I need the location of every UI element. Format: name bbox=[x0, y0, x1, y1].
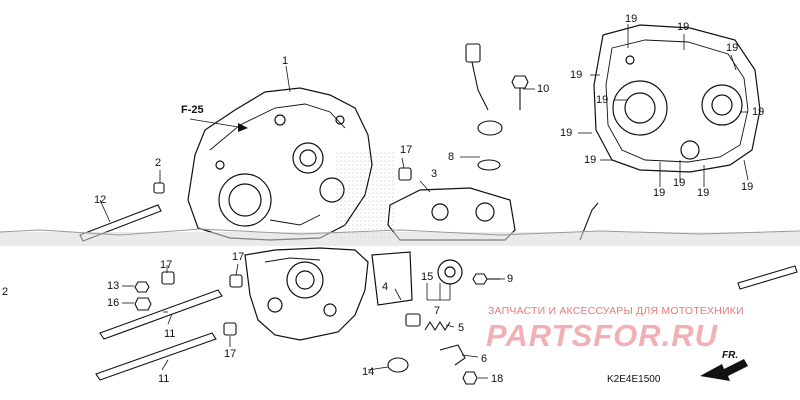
callout-16: 16 bbox=[107, 297, 120, 309]
scan-tear-band bbox=[0, 232, 800, 246]
front-direction-arrow bbox=[700, 359, 748, 381]
callout-19: 19 bbox=[673, 177, 686, 189]
callout-3: 3 bbox=[431, 168, 438, 180]
callout-19: 19 bbox=[653, 187, 666, 199]
callout-17: 17 bbox=[160, 259, 173, 271]
callout-18: 18 bbox=[491, 373, 504, 385]
direction-label: FR. bbox=[722, 350, 739, 361]
callout-12: 12 bbox=[94, 194, 107, 206]
callout-4: 4 bbox=[382, 281, 389, 293]
stud-bolt-2 bbox=[737, 265, 798, 290]
callout-1: 1 bbox=[282, 55, 289, 67]
shading-pattern bbox=[335, 150, 395, 240]
callout-15: 15 bbox=[421, 271, 434, 283]
callout-13: 13 bbox=[107, 280, 120, 292]
dowel-pins bbox=[153, 167, 412, 336]
callout-5: 5 bbox=[458, 322, 465, 334]
callout-17: 17 bbox=[400, 144, 413, 156]
figure-reference: F-25 bbox=[181, 104, 204, 116]
stud-bolts bbox=[95, 289, 223, 381]
callout-6: 6 bbox=[481, 353, 488, 365]
callout-19: 19 bbox=[677, 21, 690, 33]
oil-sensor bbox=[465, 43, 503, 171]
side-cover bbox=[593, 24, 761, 173]
callout-11: 11 bbox=[164, 328, 176, 340]
diagram-code: K2E4E1500 bbox=[607, 374, 661, 385]
callout-17: 17 bbox=[232, 251, 245, 263]
callout-19: 19 bbox=[596, 94, 609, 106]
callout-9: 9 bbox=[507, 273, 514, 285]
callout-8: 8 bbox=[448, 151, 455, 163]
callout-19: 19 bbox=[584, 154, 597, 166]
crankcase-lower bbox=[244, 247, 369, 341]
callout-2: 2 bbox=[155, 157, 162, 169]
watermark-tagline: ЗАПЧАСТИ И АКСЕССУАРЫ ДЛЯ МОТОТЕХНИКИ bbox=[488, 305, 744, 317]
scan-tear-edge bbox=[0, 228, 800, 236]
callout-2: 2 bbox=[2, 286, 9, 298]
callout-19: 19 bbox=[625, 13, 638, 25]
callout-19: 19 bbox=[741, 181, 754, 193]
callout-14: 14 bbox=[362, 366, 375, 378]
callout-19: 19 bbox=[726, 42, 739, 54]
leader-lines bbox=[99, 24, 749, 379]
callout-19: 19 bbox=[697, 187, 710, 199]
bolt-10 bbox=[511, 75, 529, 110]
watermark-logo: PARTSFOR.RU bbox=[486, 318, 719, 353]
callout-11: 11 bbox=[158, 373, 170, 385]
callout-10: 10 bbox=[537, 83, 550, 95]
callout-17: 17 bbox=[224, 348, 237, 360]
f25-arrow-head bbox=[238, 123, 248, 132]
callout-19: 19 bbox=[560, 127, 573, 139]
callout-19: 19 bbox=[752, 106, 765, 118]
callout-19: 19 bbox=[570, 69, 583, 81]
callout-7: 7 bbox=[434, 305, 441, 317]
